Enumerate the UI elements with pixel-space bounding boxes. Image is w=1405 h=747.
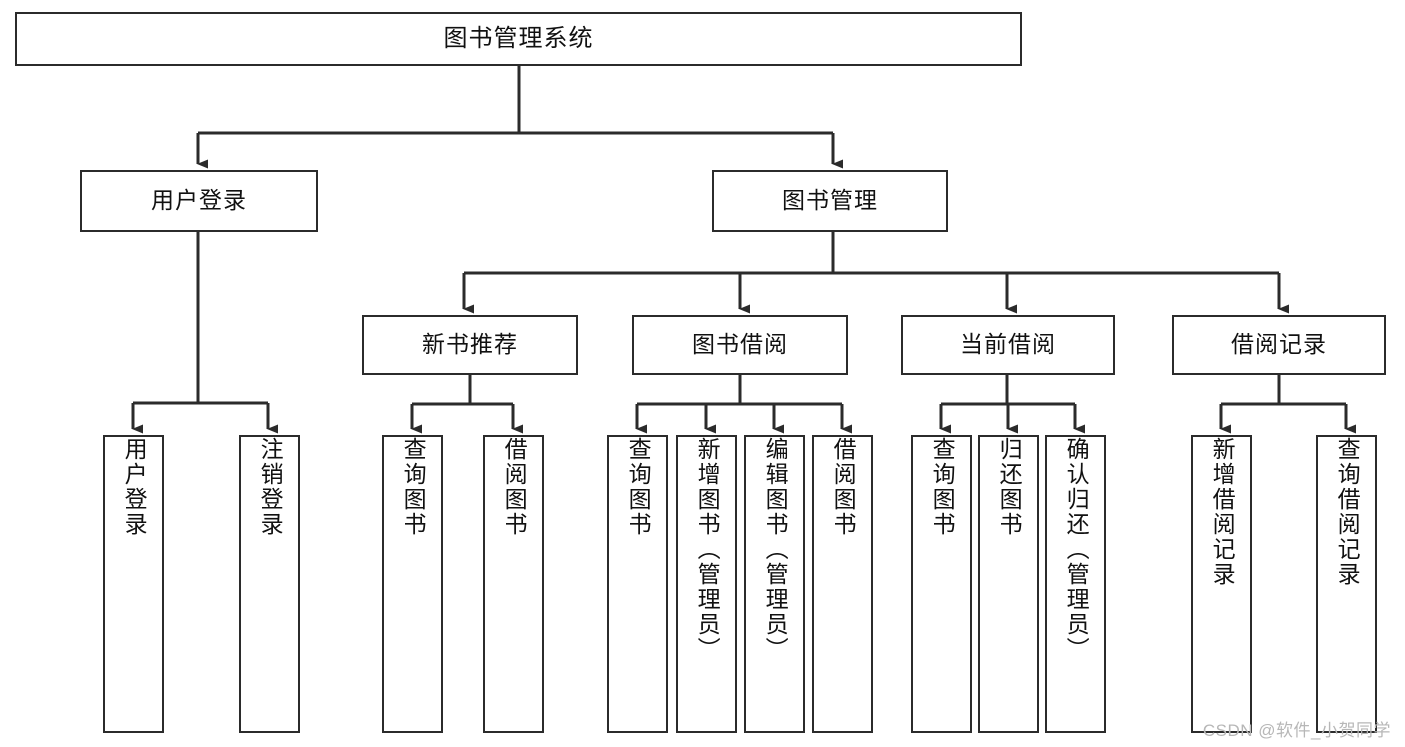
node-label: 查询图书 [929, 437, 956, 537]
node-borrow-record[interactable]: 借阅记录 [1172, 315, 1386, 375]
leaf-query-book-3[interactable]: 查询图书 [911, 435, 972, 733]
leaf-query-record[interactable]: 查询借阅记录 [1316, 435, 1377, 733]
node-label: 借阅图书 [501, 437, 528, 537]
node-book-borrow[interactable]: 图书借阅 [632, 315, 848, 375]
leaf-add-book[interactable]: 新增图书（管理员） [676, 435, 737, 733]
node-label: 新书推荐 [422, 331, 518, 358]
node-label: 当前借阅 [960, 331, 1056, 358]
node-label: 用户登录 [121, 437, 148, 537]
node-label: 新增图书（管理员） [694, 437, 721, 662]
node-label: 用户登录 [151, 187, 247, 214]
node-label: 确认归还（管理员） [1063, 437, 1090, 662]
node-label: 查询图书 [400, 437, 427, 537]
leaf-add-record[interactable]: 新增借阅记录 [1191, 435, 1252, 733]
node-label: 注销登录 [257, 437, 284, 537]
leaf-logout-login[interactable]: 注销登录 [239, 435, 300, 733]
leaf-borrow-book-1[interactable]: 借阅图书 [483, 435, 544, 733]
node-root[interactable]: 图书管理系统 [15, 12, 1022, 66]
node-label: 查询图书 [625, 437, 652, 537]
leaf-user-login[interactable]: 用户登录 [103, 435, 164, 733]
watermark: CSDN @软件_小贺同学 [1202, 721, 1391, 740]
node-new-book-recommend[interactable]: 新书推荐 [362, 315, 578, 375]
node-book-management[interactable]: 图书管理 [712, 170, 948, 232]
leaf-return-book[interactable]: 归还图书 [978, 435, 1039, 733]
node-current-borrow[interactable]: 当前借阅 [901, 315, 1115, 375]
node-label: 图书管理系统 [443, 24, 594, 52]
node-label: 新增借阅记录 [1209, 437, 1236, 587]
node-label: 查询借阅记录 [1334, 437, 1361, 587]
leaf-borrow-book-2[interactable]: 借阅图书 [812, 435, 873, 733]
node-label: 借阅图书 [830, 437, 857, 537]
node-label: 图书管理 [782, 187, 878, 214]
node-label: 图书借阅 [692, 331, 788, 358]
leaf-query-book-1[interactable]: 查询图书 [382, 435, 443, 733]
leaf-query-book-2[interactable]: 查询图书 [607, 435, 668, 733]
node-user-login[interactable]: 用户登录 [80, 170, 318, 232]
node-label: 编辑图书（管理员） [762, 437, 789, 662]
node-label: 归还图书 [996, 437, 1023, 537]
leaf-edit-book[interactable]: 编辑图书（管理员） [744, 435, 805, 733]
leaf-confirm-return[interactable]: 确认归还（管理员） [1045, 435, 1106, 733]
node-label: 借阅记录 [1231, 331, 1327, 358]
